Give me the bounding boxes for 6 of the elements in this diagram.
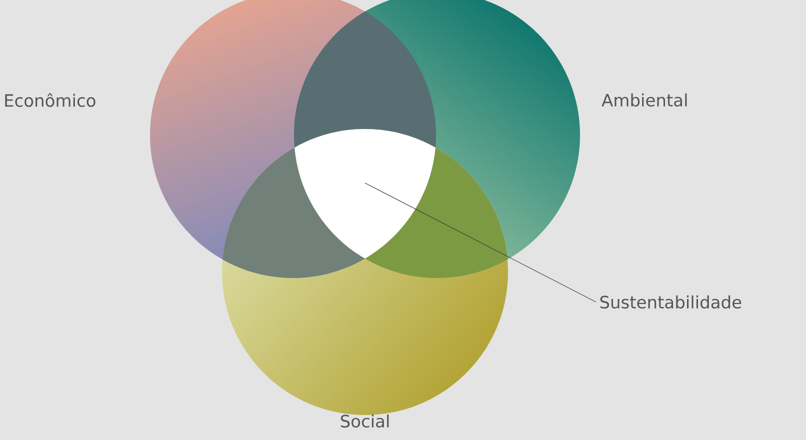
text-label: Sustentabilidade [600, 295, 742, 309]
circle-label: Ambiental [602, 93, 687, 107]
center-region [294, 129, 436, 259]
circle-label: Econômico [5, 93, 96, 107]
leader-line [364, 182, 596, 302]
circle-label: Social [340, 414, 389, 428]
